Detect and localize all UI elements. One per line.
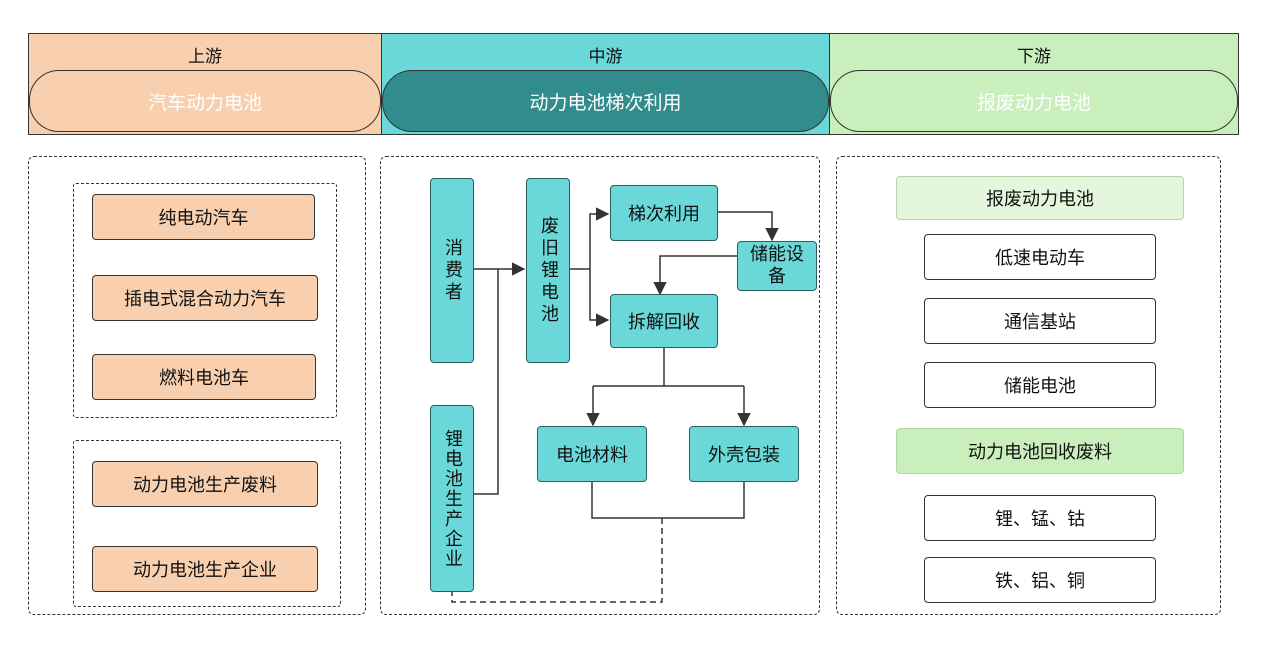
downstream-pill: 报废动力电池 xyxy=(830,70,1238,132)
cascade-utilization-box: 梯次利用 xyxy=(610,185,718,241)
upstream-header: 上游 汽车动力电池 xyxy=(28,33,382,135)
upstream-section xyxy=(28,156,366,615)
consumer-box: 消费者 xyxy=(430,178,474,363)
phev-box: 插电式混合动力汽车 xyxy=(92,275,318,321)
downstream-section xyxy=(836,156,1221,615)
midstream-header: 中游 动力电池梯次利用 xyxy=(381,33,830,135)
telecom-station-box: 通信基站 xyxy=(924,298,1156,344)
downstream-title: 下游 xyxy=(1017,47,1051,67)
midstream-section xyxy=(380,156,820,615)
li-mn-co-box: 锂、锰、钴 xyxy=(924,495,1156,541)
energy-storage-box: 储能设备 xyxy=(737,241,817,291)
low-speed-ev-box: 低速电动车 xyxy=(924,234,1156,280)
fuel-cell-box: 燃料电池车 xyxy=(92,354,316,400)
battery-material-box: 电池材料 xyxy=(537,426,647,482)
upstream-pill: 汽车动力电池 xyxy=(29,70,381,132)
production-waste-box: 动力电池生产废料 xyxy=(92,461,318,507)
fe-al-cu-box: 铁、铝、铜 xyxy=(924,557,1156,603)
storage-battery-box: 储能电池 xyxy=(924,362,1156,408)
upstream-title: 上游 xyxy=(188,47,222,67)
lithium-battery-producer-box: 锂电池生产企业 xyxy=(430,405,474,592)
pure-ev-box: 纯电动汽车 xyxy=(92,194,315,240)
scrap-battery-header: 报废动力电池 xyxy=(896,176,1184,220)
upstream-production-group xyxy=(73,440,341,607)
production-enterprise-box: 动力电池生产企业 xyxy=(92,546,318,592)
downstream-header: 下游 报废动力电池 xyxy=(829,33,1239,135)
midstream-title: 中游 xyxy=(588,47,623,67)
shell-package-box: 外壳包装 xyxy=(689,426,799,482)
waste-lithium-battery-box: 废旧锂电池 xyxy=(526,178,570,363)
midstream-pill: 动力电池梯次利用 xyxy=(382,70,829,132)
dismantle-recycle-box: 拆解回收 xyxy=(610,294,718,348)
recycle-waste-header: 动力电池回收废料 xyxy=(896,428,1184,474)
upstream-vehicle-group xyxy=(73,183,337,418)
